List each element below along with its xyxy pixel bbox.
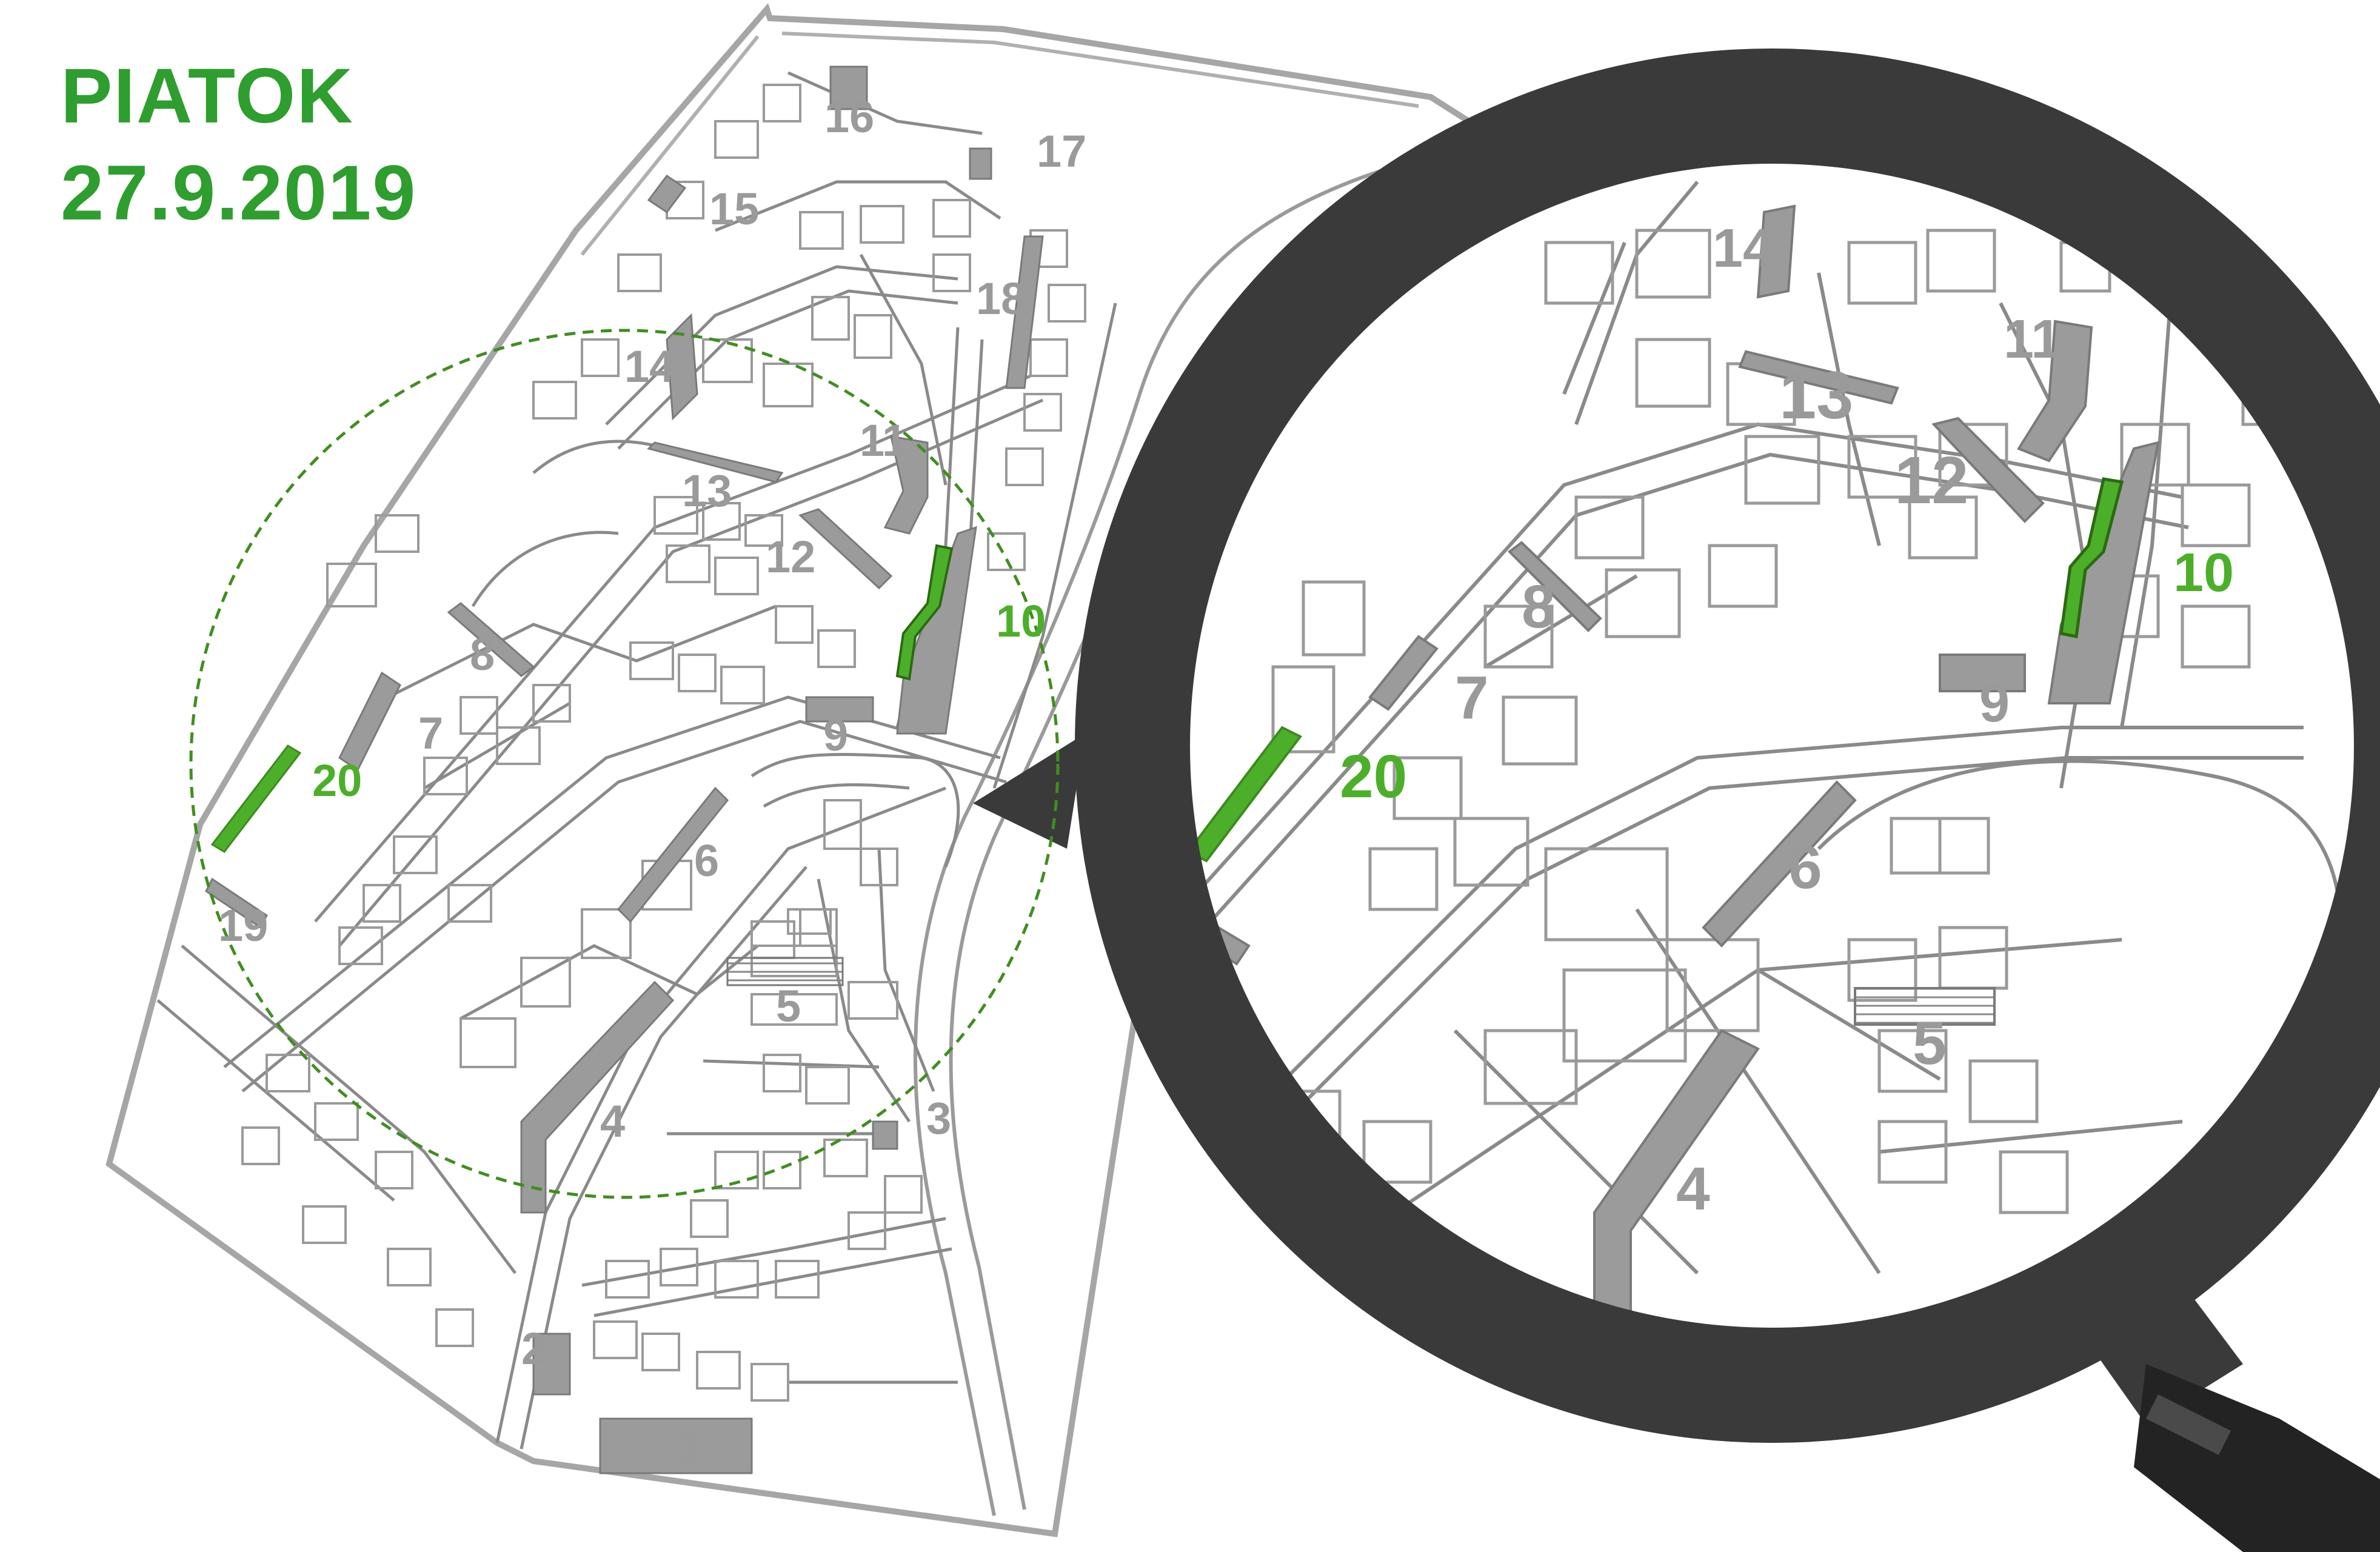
- building-label-8: 8: [470, 629, 495, 680]
- building-1: [599, 1417, 753, 1474]
- building-label-3: 3: [926, 1093, 951, 1143]
- building-label-5: 5: [776, 981, 801, 1031]
- building-label-17: 17: [1037, 126, 1086, 176]
- building-label-4: 4: [600, 1096, 625, 1146]
- lens-building-12: [1931, 416, 2045, 523]
- building-label-2: 2: [521, 1323, 546, 1374]
- building-4: [520, 980, 675, 1214]
- lens-label-13: 13: [1779, 358, 1853, 433]
- lens-label-12: 12: [1894, 443, 1968, 518]
- building-13: [647, 441, 784, 483]
- building-shapes: [205, 65, 1044, 1474]
- lens-label-5: 5: [1913, 1009, 1947, 1077]
- building-12: [798, 508, 893, 590]
- lens-label-7: 7: [1455, 664, 1489, 732]
- building-8: [447, 602, 535, 677]
- lens-building-8: [1507, 541, 1602, 632]
- building-label-18: 18: [976, 273, 1026, 324]
- lens-label-6: 6: [1788, 834, 1822, 901]
- district-boundary: [105, 3, 1503, 1537]
- lens-label-8: 8: [1522, 573, 1556, 641]
- magnifier-ring: [1075, 48, 2380, 1443]
- building-label-11: 11: [860, 415, 907, 466]
- building-label-7: 7: [418, 708, 443, 758]
- building-label-10: 10: [996, 596, 1046, 646]
- zoom-area-circle: [189, 329, 1060, 1199]
- lens-building-6: [1702, 780, 1857, 948]
- building-label-1: 1: [678, 1422, 703, 1472]
- building-11: [883, 435, 929, 535]
- building-7: [338, 671, 401, 772]
- building-16: [829, 65, 868, 110]
- lens-labels: 14 11 13 12 10 87 9 20 6 5 4: [1340, 218, 2234, 1223]
- lens-building-11: [2017, 319, 2093, 463]
- building-2: [532, 1333, 571, 1396]
- lens-label-10: 10: [2173, 543, 2234, 603]
- building-3: [872, 1120, 898, 1150]
- day-title: PIATOK: [61, 53, 354, 139]
- lens-content: 14 11 13 12 10 87 9 20 6 5 4: [1160, 133, 2380, 1358]
- lens-label-11: 11: [2004, 309, 2061, 370]
- magnifier-handle: [2134, 1364, 2380, 1552]
- building-label-19: 19: [218, 900, 268, 951]
- lens-building-10-highlighted: [2059, 477, 2124, 638]
- building-10-highlighted: [895, 544, 954, 681]
- building-18: [1005, 235, 1044, 389]
- building-17: [969, 147, 992, 180]
- building-6: [617, 786, 729, 923]
- lens-label-20: 20: [1340, 743, 1407, 811]
- magnifying-glass-icon: 14 11 13 12 10 87 9 20 6 5 4: [1075, 48, 2380, 1552]
- lens-building-5: [1854, 987, 1996, 1026]
- building-14: [666, 313, 698, 421]
- lens-building-20-highlighted: [1186, 726, 1303, 863]
- building-15: [647, 174, 687, 214]
- building-label-14: 14: [624, 341, 674, 392]
- building-label-12: 12: [766, 532, 815, 582]
- lens-label-9: 9: [1979, 673, 2010, 734]
- building-5: [726, 957, 844, 986]
- lens-pointer: [973, 734, 1085, 849]
- main-road: [913, 138, 1498, 1516]
- building-9: [805, 696, 874, 723]
- house-outlines: [241, 84, 1086, 1402]
- lens-building-14: [1756, 204, 1796, 299]
- building-label-16: 16: [824, 92, 874, 142]
- date-title: 27.9.2019: [61, 150, 417, 236]
- lens-building-13: [1738, 350, 1899, 405]
- building-label-13: 13: [682, 466, 732, 516]
- lens-building-9: [1939, 654, 2026, 692]
- building-label-20: 20: [312, 755, 362, 806]
- lens-label-4: 4: [1676, 1155, 1710, 1223]
- building-20-highlighted: [210, 744, 302, 853]
- building-label-15: 15: [709, 184, 759, 234]
- lens-building-7: [1368, 635, 1439, 711]
- building-label-6: 6: [694, 835, 719, 886]
- lens-label-14: 14: [1713, 218, 1773, 279]
- building-label-9: 9: [823, 710, 848, 760]
